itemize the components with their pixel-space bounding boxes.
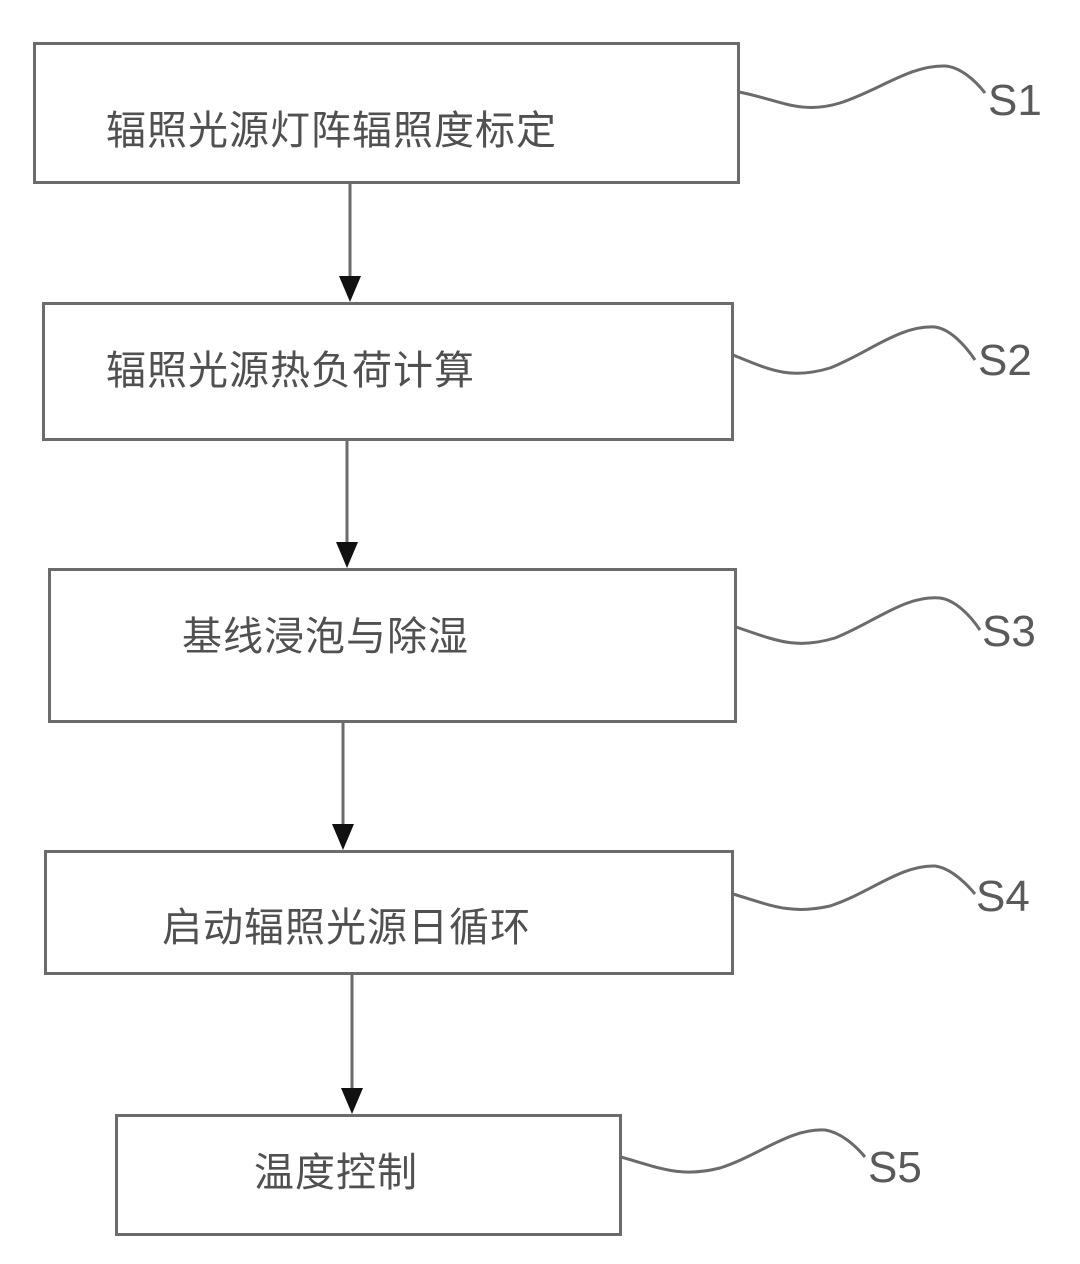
step-box-s2 [42,302,734,441]
step-box-s3 [48,568,737,723]
step-label-s1: S1 [988,76,1042,125]
step-label-s5: S5 [868,1143,922,1192]
step-text-s4: 启动辐照光源日循环 [162,905,531,951]
step-box-s1 [33,42,740,184]
leader-line-s2 [732,325,977,375]
leader-line-s4 [732,864,977,911]
step-text-s3: 基线浸泡与除湿 [182,614,469,660]
arrow-s1-s2 [339,183,361,302]
leader-line-s5 [620,1128,867,1174]
arrow-s3-s4 [332,722,354,850]
step-label-s3: S3 [982,607,1036,656]
arrow-s2-s3 [336,440,358,568]
step-text-s1: 辐照光源灯阵辐照度标定 [106,108,557,154]
leader-line-s1 [738,64,987,109]
step-text-s2: 辐照光源热负荷计算 [106,348,475,394]
step-text-s5: 温度控制 [254,1150,418,1196]
step-box-s4 [44,850,734,975]
arrow-s4-s5 [341,974,363,1114]
step-box-s5 [115,1114,622,1236]
step-label-s4: S4 [976,872,1030,921]
leader-line-s3 [735,596,982,645]
step-label-s2: S2 [978,336,1032,385]
